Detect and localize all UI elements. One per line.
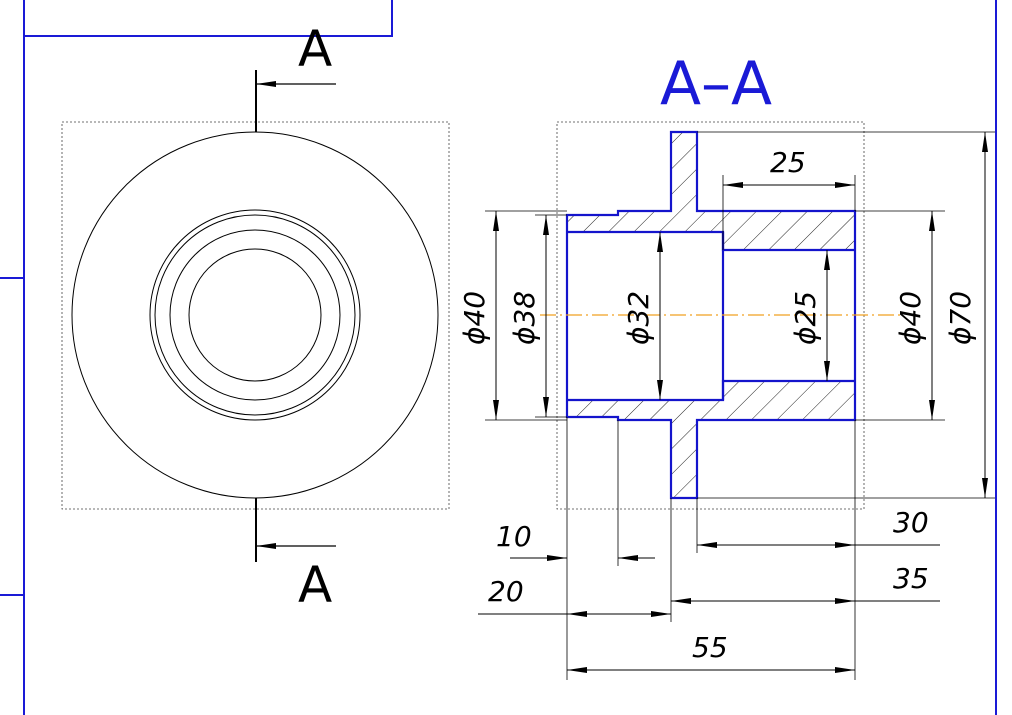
section-title: A–A xyxy=(660,49,772,119)
dim-length-25: 25 xyxy=(770,146,806,179)
dim-diameter-40-left: ϕ40 xyxy=(458,291,491,345)
section-letter-top: A xyxy=(298,20,332,78)
hub-outer-circle xyxy=(149,209,361,421)
front-view-bounding-box xyxy=(61,121,450,510)
dim-diameter-40-right: ϕ40 xyxy=(894,291,927,345)
hub-chamfer-circle xyxy=(154,214,356,416)
cutting-plane-top: A xyxy=(255,20,336,132)
dim-length-35: 35 xyxy=(893,562,929,595)
bore-circle-38 xyxy=(169,229,341,401)
length-dimension-lines xyxy=(478,182,940,673)
cutting-plane-bottom: A xyxy=(255,498,336,614)
hatched-region-upper xyxy=(567,132,855,250)
bore-circle-25 xyxy=(188,248,322,382)
dim-diameter-25: ϕ25 xyxy=(789,291,822,345)
dim-length-20: 20 xyxy=(488,575,524,608)
front-view: A A xyxy=(61,20,450,614)
dim-length-10: 10 xyxy=(496,520,532,553)
dim-diameter-38: ϕ38 xyxy=(508,291,541,345)
section-letter-bottom: A xyxy=(298,556,332,614)
outer-flange-circle xyxy=(71,131,439,499)
dim-diameter-32: ϕ32 xyxy=(622,291,655,345)
section-view: ϕ40 ϕ38 ϕ32 ϕ25 ϕ40 ϕ70 25 10 20 30 35 5… xyxy=(458,121,995,680)
dim-length-55: 55 xyxy=(692,631,728,664)
hatched-region-lower xyxy=(567,381,855,498)
dim-length-30: 30 xyxy=(893,506,929,539)
diameter-dimension-lines xyxy=(493,132,988,498)
dim-diameter-70: ϕ70 xyxy=(944,291,977,345)
